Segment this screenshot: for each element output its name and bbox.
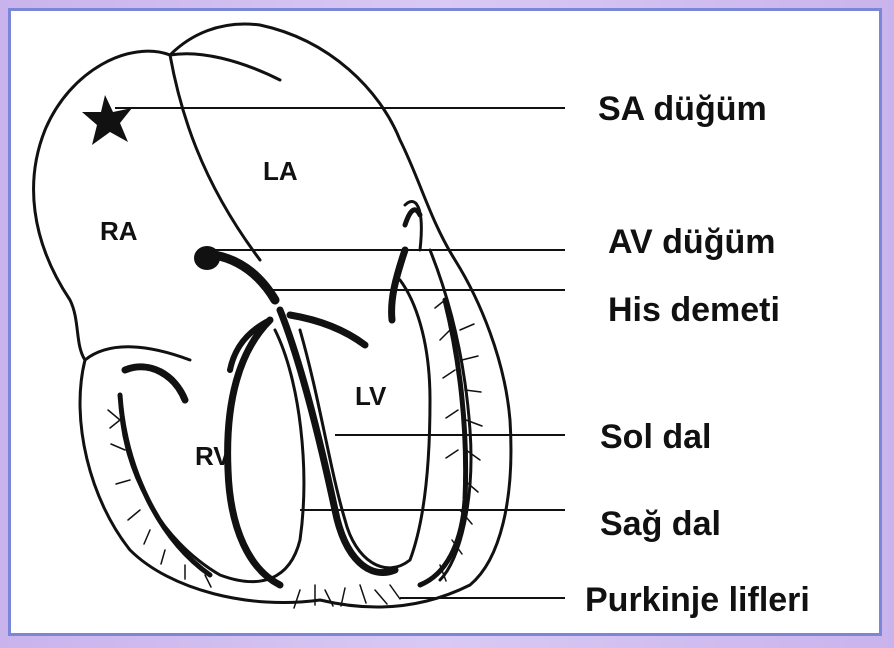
label-av-node: AV düğüm (608, 225, 775, 259)
label-left-branch: Sol dal (600, 420, 711, 454)
purkinje-right-path (120, 395, 210, 575)
label-his-bundle: His demeti (608, 293, 780, 327)
chamber-rv: RV (195, 441, 231, 471)
label-purkinje: Purkinje lifleri (585, 583, 810, 617)
his-bundle-path (215, 255, 275, 300)
atrial-septum (170, 55, 260, 260)
left-branch-path (280, 310, 395, 573)
label-right-branch: Sağ dal (600, 507, 721, 541)
sa-node-star (82, 95, 132, 145)
label-sa-node: SA düğüm (598, 92, 767, 126)
chamber-lv: LV (355, 381, 387, 411)
chamber-ra: RA (100, 216, 138, 246)
chamber-la: LA (263, 156, 298, 186)
